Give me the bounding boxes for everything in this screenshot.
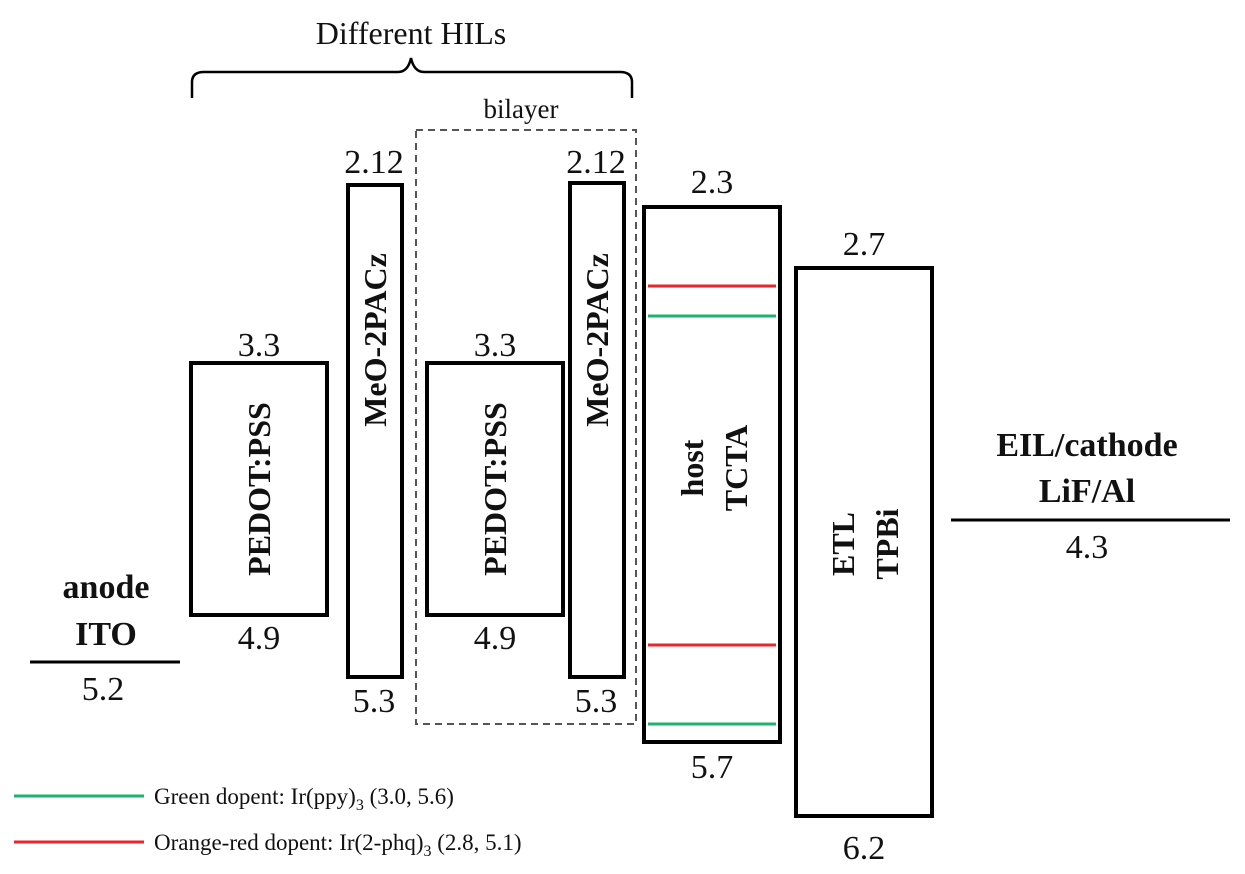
meo1-layer-label: MeO-2PACz [357,253,393,427]
meo2-top-value: 2.12 [566,144,626,181]
host-layer-label: host [674,439,710,496]
legend-orange-text: Orange-red dopent: Ir(2-phq)3 (2.8, 5.1) [154,830,522,860]
pedot2-layer-box [425,361,565,617]
meo2-bottom-value: 5.3 [575,683,618,720]
etl-top-value: 2.7 [843,226,886,263]
meo2-layer-label: MeO-2PACz [579,253,615,427]
meo1-layer-box [346,183,404,679]
pedot1-layer-box [189,361,329,617]
hil-group-title: Different HILs [316,15,506,51]
pedot2-layer-label: PEDOT:PSS [477,402,513,576]
pedot2-top-value: 3.3 [474,327,517,364]
legend-green-text: Green dopent: Ir(ppy)3 (3.0, 5.6) [154,784,454,814]
bilayer-label: bilayer [484,94,559,124]
cathode-level-value: 4.3 [1066,529,1109,566]
hil-group-brace [190,57,634,98]
pedot1-top-value: 3.3 [238,327,281,364]
etl-layer-material: TPBi [869,508,905,579]
anode-label: anode [63,569,150,606]
etl-layer-label: ETL [825,512,861,576]
host-layer-box [642,205,782,744]
cathode-label: EIL/cathode [996,427,1177,464]
meo1-bottom-value: 5.3 [353,683,396,720]
etl-layer-box [794,266,934,818]
pedot1-bottom-value: 4.9 [238,620,281,657]
etl-bottom-value: 6.2 [843,830,886,867]
host-bottom-value: 5.7 [691,749,734,786]
host-top-value: 2.3 [691,164,734,201]
pedot1-layer-label: PEDOT:PSS [241,402,277,576]
pedot2-bottom-value: 4.9 [474,620,517,657]
cathode-material: LiF/Al [1039,473,1135,510]
host-layer-material: TCTA [718,425,754,512]
bilayer-dashed-frame [415,129,637,725]
anode-level-value: 5.2 [82,671,125,708]
meo1-top-value: 2.12 [344,144,404,181]
meo2-layer-box [568,181,626,679]
anode-material: ITO [75,616,137,653]
